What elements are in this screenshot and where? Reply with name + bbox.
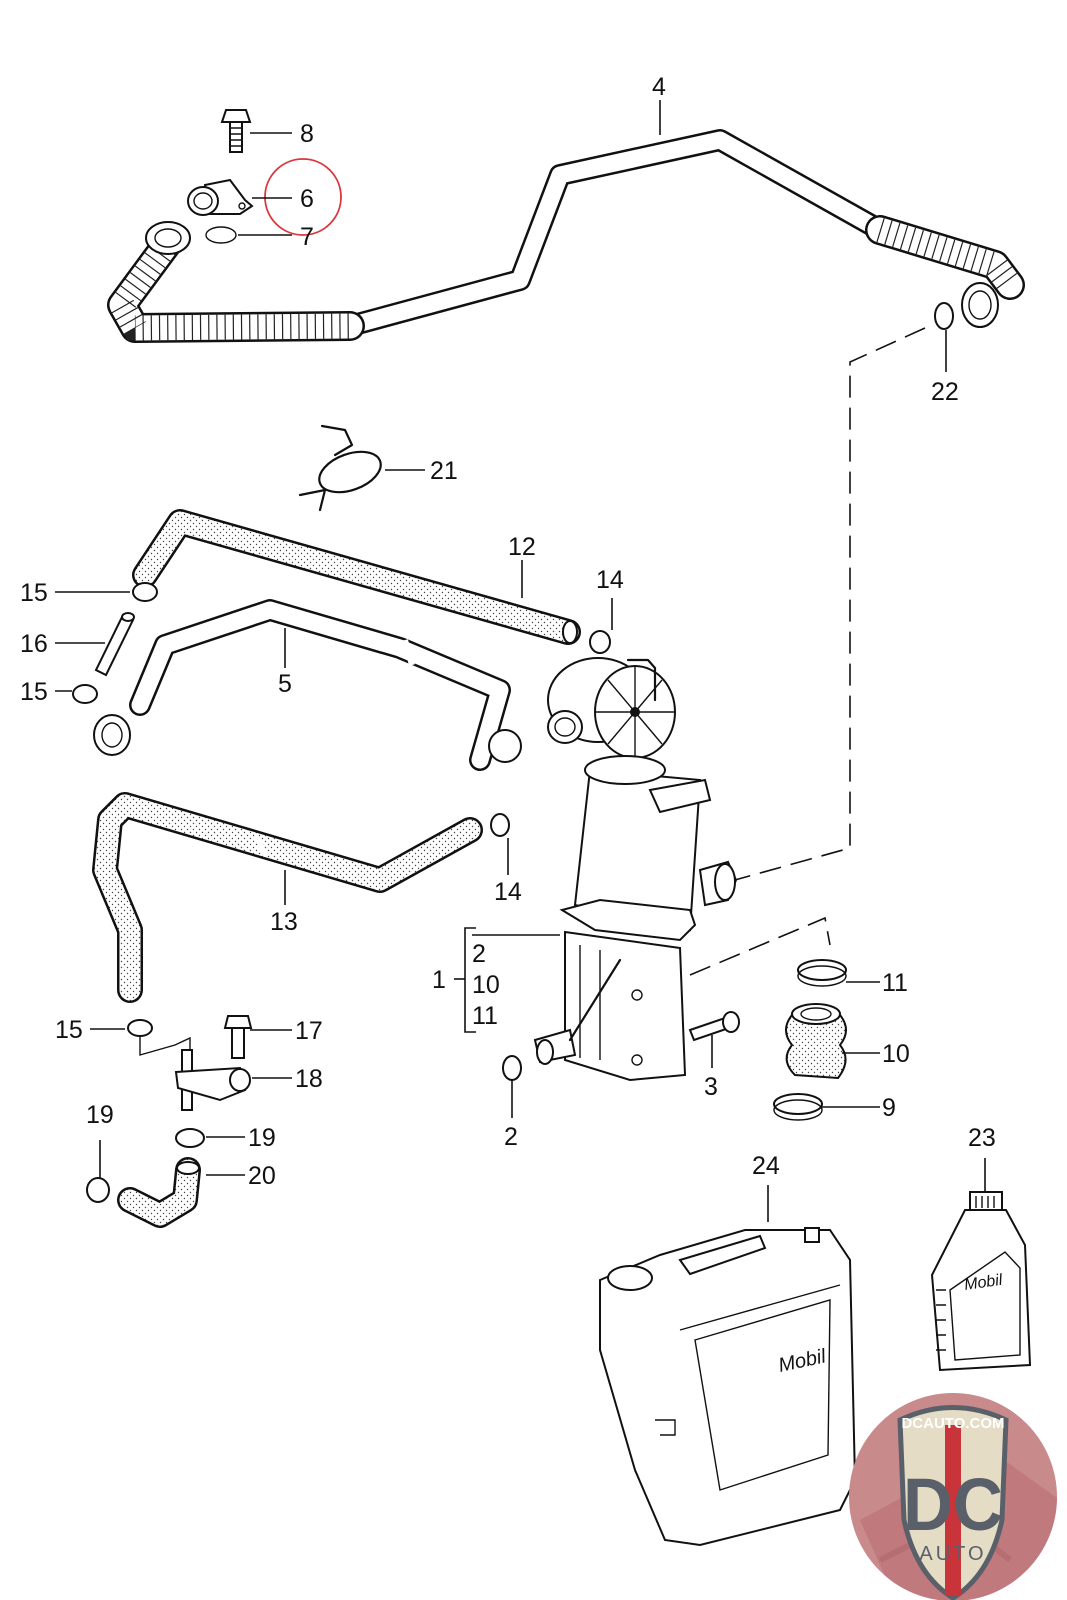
- callout-3: 3: [704, 1073, 718, 1101]
- clamp-part-11: [797, 959, 847, 987]
- callout-19-right: 19: [248, 1124, 276, 1152]
- callout-13: 13: [270, 908, 298, 936]
- o-ring-part-22: [934, 302, 954, 330]
- clamp-part-9: [773, 1093, 823, 1121]
- oil-canister-part-24: Mobil: [599, 1227, 857, 1547]
- o-ring-part-2: [502, 1055, 522, 1081]
- callout-14-lower: 14: [494, 878, 522, 906]
- clamp-part-14-lower: [490, 813, 510, 837]
- callout-5: 5: [278, 670, 292, 698]
- connector-part-16: [94, 612, 135, 677]
- callout-1-includes-2: 2: [472, 940, 486, 968]
- callout-11: 11: [882, 969, 908, 997]
- callout-23: 23: [968, 1124, 996, 1152]
- bolt-part-8: [220, 109, 252, 153]
- assembly-dash-line-2: [689, 916, 831, 976]
- callout-10: 10: [882, 1040, 910, 1068]
- bolt-part-17: [223, 1015, 253, 1059]
- callout-18: 18: [295, 1065, 323, 1093]
- callout-19-left: 19: [86, 1101, 114, 1129]
- bolt-part-3: [688, 1011, 740, 1042]
- oil-bottle-part-23: Mobil: [930, 1191, 1032, 1372]
- callout-22: 22: [931, 378, 959, 406]
- callout-15-lower: 15: [20, 678, 48, 706]
- hose-part-13: [92, 792, 483, 1003]
- hose-part-20: [117, 1157, 201, 1228]
- callout-14-upper: 14: [596, 566, 624, 594]
- logo-site-text: DCAUTO.COM: [901, 1415, 1004, 1432]
- o-ring-part-7: [205, 226, 237, 244]
- callout-17: 17: [295, 1017, 323, 1045]
- flange-part-6: [187, 178, 254, 216]
- callout-6: 6: [300, 185, 314, 213]
- leader-lines: [55, 100, 986, 1222]
- callout-1-includes-11: 11: [472, 1002, 498, 1030]
- callout-21: 21: [430, 457, 458, 485]
- clamp-part-19-left: [86, 1177, 110, 1203]
- callout-15-upper: 15: [20, 579, 48, 607]
- hose-part-12: [132, 509, 581, 645]
- bellows-part-10: [785, 1003, 847, 1080]
- breather-pipe-part-4: [107, 129, 1025, 343]
- oil-separator-part-1: [533, 657, 738, 1082]
- callout-9: 9: [882, 1094, 896, 1122]
- dcauto-logo: DCAUTO.COM DC AUTO: [849, 1393, 1057, 1600]
- assembly-dash-line: [734, 327, 926, 881]
- callout-7: 7: [300, 223, 314, 251]
- callout-15-bottom: 15: [55, 1016, 83, 1044]
- highlight-circle: [264, 158, 342, 236]
- clamp-part-15-lower: [72, 684, 98, 704]
- logo-auto-text: AUTO: [919, 1543, 986, 1565]
- logo-dc-text: DC: [903, 1463, 1003, 1546]
- callout-1: 1: [432, 966, 446, 994]
- callout-2: 2: [504, 1123, 518, 1151]
- clip-holder-part-21: [298, 424, 382, 512]
- clamp-part-19-middle: [175, 1128, 205, 1148]
- clamp-part-15-upper: [132, 582, 158, 602]
- callout-1-includes-10: 10: [472, 971, 500, 999]
- callout-20: 20: [248, 1162, 276, 1190]
- callout-8: 8: [300, 120, 314, 148]
- bottle-brand-text: Mobil: [963, 1272, 1004, 1294]
- callout-12: 12: [508, 533, 536, 561]
- hose-part-5: [93, 599, 522, 771]
- clamp-part-15-bottom: [127, 1019, 191, 1056]
- clamp-part-14-upper: [589, 630, 611, 654]
- callout-4: 4: [652, 73, 666, 101]
- callout-24: 24: [752, 1152, 780, 1180]
- callout-16: 16: [20, 630, 48, 658]
- bracket-part-18: [174, 1049, 251, 1111]
- callout-labels: 4 8 6 7 22 21 12 14 15 16 15 5 13 14 1 2…: [20, 73, 996, 1190]
